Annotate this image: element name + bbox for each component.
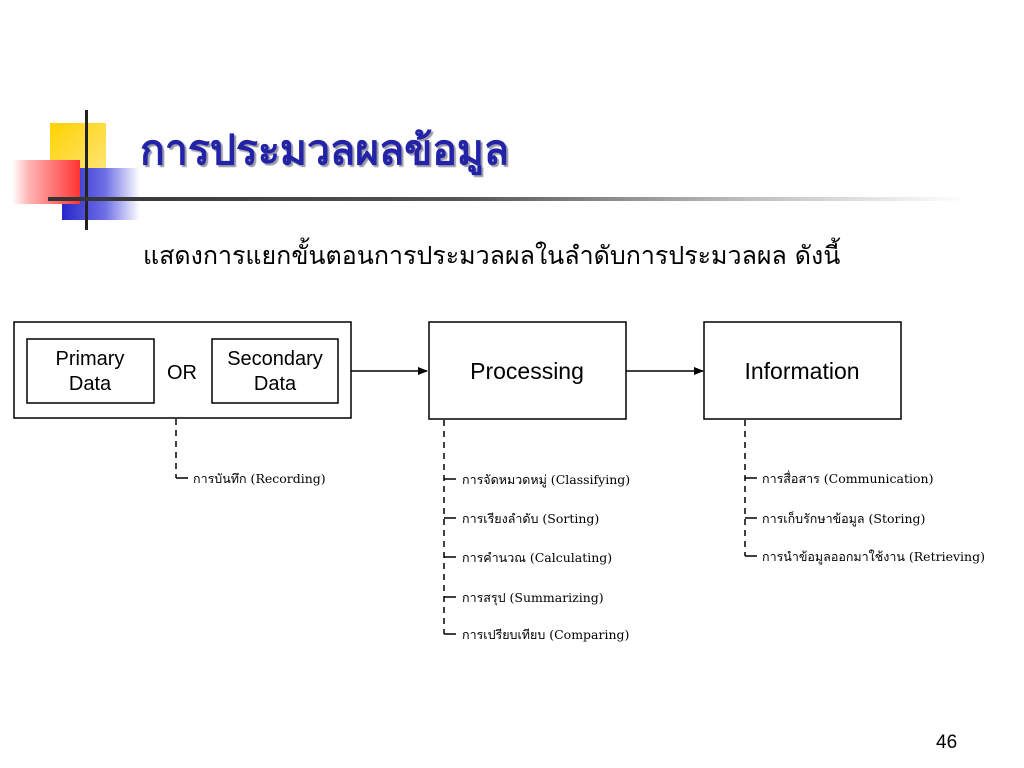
information-box — [703, 321, 902, 420]
secondary-data-label-line2: Data — [254, 373, 297, 395]
primary-data-box — [26, 338, 155, 404]
or-label: OR — [167, 362, 197, 384]
step-storing: การเก็บรักษาข้อมูล (Storing) — [762, 511, 925, 527]
primary-data-label-line2: Data — [69, 373, 112, 395]
secondary-data-label-line1: Secondary — [227, 348, 323, 370]
secondary-data-box — [211, 338, 339, 404]
processing-box — [428, 321, 627, 420]
decorative-red-square — [12, 160, 80, 204]
page-number: 46 — [936, 732, 958, 753]
slide-title: การประมวลผลข้อมูล — [140, 126, 510, 174]
step-sorting: การเรียงลำดับ (Sorting) — [462, 511, 599, 526]
processing-label: Processing — [470, 358, 584, 384]
step-comparing: การเปรียบเทียบ (Comparing) — [462, 627, 629, 642]
step-communication: การสื่อสาร (Communication) — [762, 470, 933, 486]
slide-subtitle: แสดงการแยกขั้นตอนการประมวลผลในลำดับการปร… — [143, 241, 841, 270]
information-steps-list: การสื่อสาร (Communication) การเก็บรักษาข… — [745, 470, 985, 565]
decorative-vertical-line — [85, 110, 88, 230]
primary-data-label-line1: Primary — [56, 348, 125, 370]
processing-steps-list: การจัดหมวดหมู่ (Classifying) การเรียงลำด… — [444, 472, 630, 642]
title-underline — [48, 197, 968, 201]
step-recording: การบันทึก (Recording) — [193, 471, 326, 486]
information-label: Information — [744, 358, 859, 384]
step-retrieving: การนำข้อมูลออกมาใช้งาน (Retrieving) — [762, 549, 985, 565]
step-classifying: การจัดหมวดหมู่ (Classifying) — [462, 472, 630, 488]
step-summarizing: การสรุป (Summarizing) — [462, 590, 604, 606]
input-data-group: Primary Data OR Secondary Data — [13, 321, 352, 419]
input-steps-list: การบันทึก (Recording) — [176, 471, 326, 486]
step-calculating: การคำนวณ (Calculating) — [462, 550, 612, 565]
